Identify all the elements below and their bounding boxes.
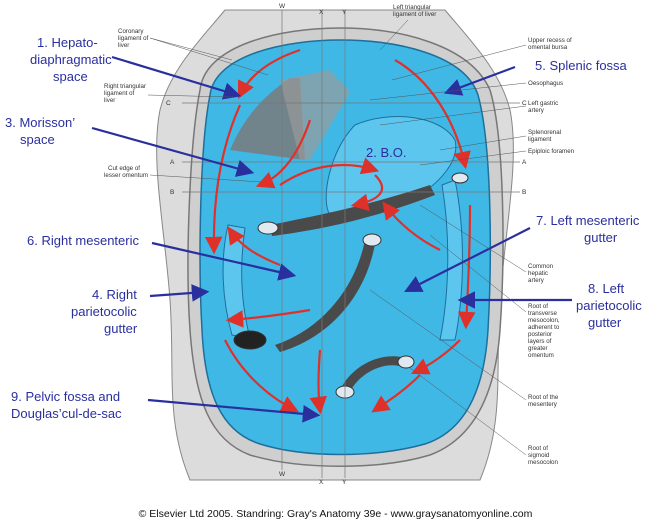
cut-viscus-2: [362, 233, 382, 247]
pointer-right-mesenteric: [151, 241, 297, 281]
label-epiploic-foramen: Epiploic foramen: [528, 148, 575, 155]
cut-viscus-3: [233, 330, 267, 350]
label-bo: 2. B.O.: [366, 145, 406, 160]
label-common-hepatic-artery: Common hepatic artery: [528, 263, 555, 284]
pointer-left-mesenteric: [404, 227, 531, 292]
label-left-parietocolic: 8. Left parietocolic gutter: [576, 281, 645, 330]
label-right-triangular-ligament: Right triangular ligament of liver: [104, 83, 148, 104]
label-right-parietocolic: 4. Right parietocolic gutter: [71, 287, 140, 336]
pointer-right-parietocolic: [149, 284, 210, 302]
axis-letter-b-left: B: [170, 189, 174, 196]
label-left-gastric-artery: Left gastric artery: [528, 100, 560, 114]
axis-letter-w-top: W: [279, 3, 286, 10]
cut-viscus-5: [397, 355, 415, 369]
axis-letter-a-left: A: [170, 159, 175, 166]
axis-letter-x-bottom: X: [319, 479, 324, 486]
label-hepatodiaphragmatic: 1. Hepato- diaphragmatic space: [30, 35, 115, 84]
anatomy-labels-left: Coronary ligament of liver Right triangu…: [104, 28, 269, 183]
axis-letter-c-right: C: [522, 100, 527, 107]
label-cut-edge-lesser-omentum: Cut edge of lesser omentum: [104, 165, 148, 179]
axis-letter-w-bottom: W: [279, 471, 286, 478]
cut-viscus-1: [257, 221, 279, 235]
pointer-pelvic: [147, 398, 321, 423]
label-upper-recess: Upper recess of omental bursa: [528, 37, 573, 51]
descending-colon: [439, 179, 463, 341]
anatomy-labels-right: Left triangular ligament of liver Upper …: [369, 4, 575, 466]
label-root-sigmoid-mesocolon: Root of sigmoid mesocolon: [528, 445, 558, 466]
liver-cut-area: [280, 70, 350, 160]
label-left-mesenteric: 7. Left mesenteric gutter: [536, 213, 643, 245]
label-morisson: 3. Morisson’ space: [5, 115, 78, 147]
axis-letter-c-left: C: [166, 100, 171, 107]
mesentery-root: [275, 240, 375, 352]
label-right-mesenteric: 6. Right mesenteric: [27, 233, 139, 248]
axis-letter-y-bottom: Y: [342, 479, 347, 486]
label-left-triangular-ligament: Left triangular ligament of liver: [393, 4, 436, 18]
label-pointers: [91, 55, 572, 423]
cut-viscus-6: [451, 172, 469, 184]
axis-letter-x-top: X: [319, 9, 324, 16]
label-pelvic-fossa: 9. Pelvic fossa and Douglas’cul-de-sac: [11, 389, 124, 421]
label-root-transverse-mesocolon: Root of transverse mesocolon, adherent t…: [528, 303, 561, 359]
pointer-splenic: [443, 65, 516, 96]
label-oesophagus: Oesophagus: [528, 80, 563, 87]
copyright-caption: © Elsevier Ltd 2005. Standring: Gray's A…: [138, 508, 533, 520]
label-splenorenal-ligament: Splenorenal ligament: [528, 129, 563, 143]
axis-letter-y-top: Y: [342, 9, 347, 16]
reference-letters: W X Y W X Y C C A A B B: [166, 3, 527, 486]
axis-letter-b-right: B: [522, 189, 526, 196]
pointer-hepatodiaphragmatic: [111, 55, 242, 100]
label-splenic-fossa: 5. Splenic fossa: [535, 58, 628, 73]
label-coronary-ligament: Coronary ligament of liver: [118, 28, 150, 49]
label-root-mesentery: Root of the mesentery: [528, 394, 560, 408]
axis-letter-a-right: A: [522, 159, 527, 166]
pointer-morisson: [91, 126, 255, 177]
